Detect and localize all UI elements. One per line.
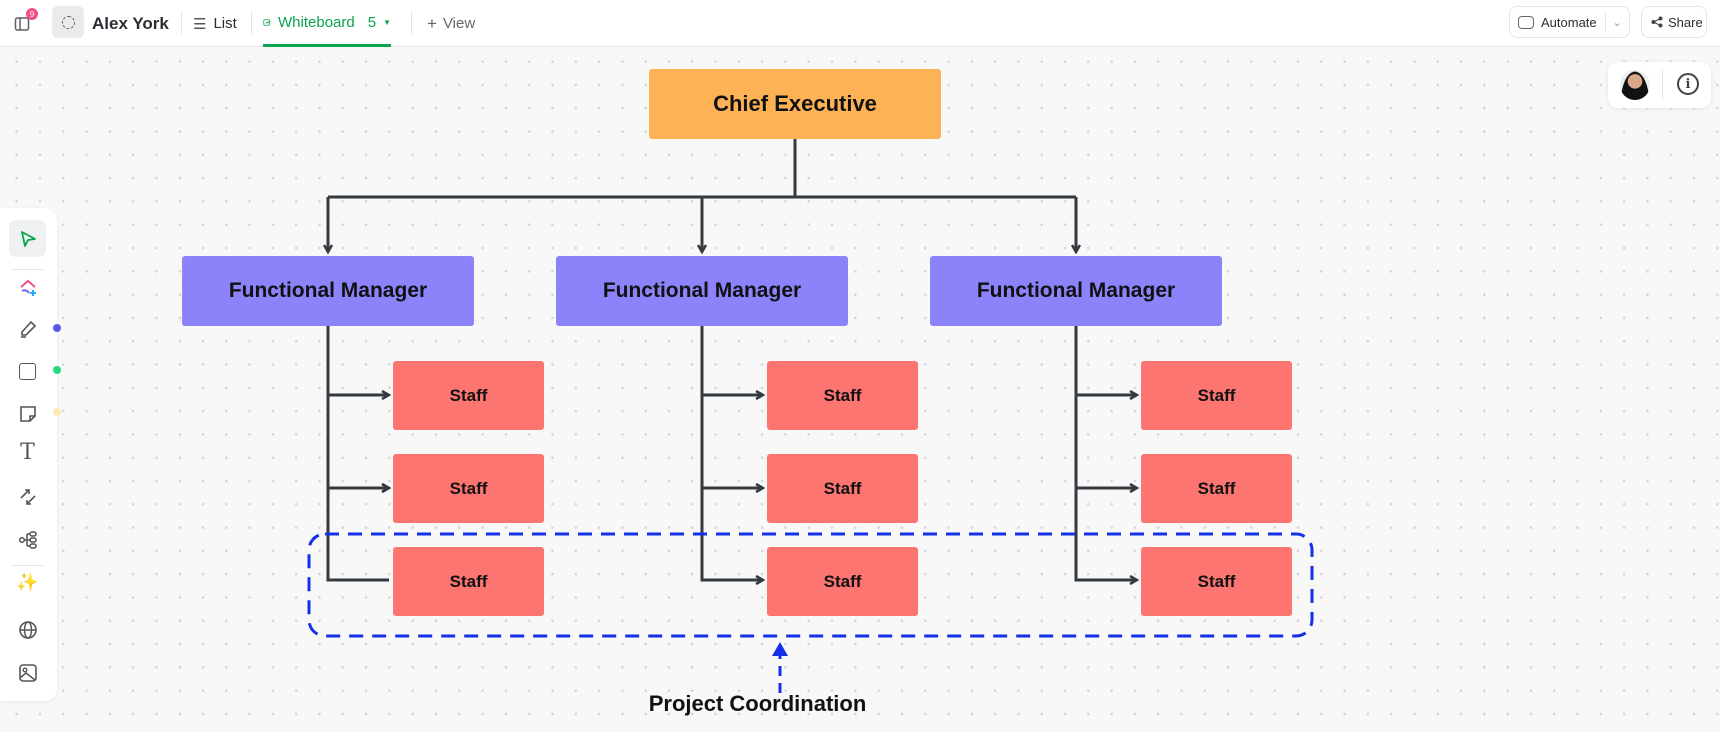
magic-wand-icon: ✨ xyxy=(16,572,39,592)
chief-connector xyxy=(328,139,1076,199)
sticky-note-icon xyxy=(19,405,36,422)
plus-icon: + xyxy=(427,13,437,33)
share-label: Share xyxy=(1668,14,1703,30)
list-icon: ☰ xyxy=(193,15,207,33)
staff-connector xyxy=(326,326,389,582)
square-icon xyxy=(19,363,36,380)
magic-tool[interactable]: ✨ xyxy=(9,564,46,601)
mind-map-tool[interactable] xyxy=(9,521,46,558)
info-icon[interactable]: i xyxy=(1677,73,1699,95)
globe-icon xyxy=(18,620,37,639)
add-view-label: View xyxy=(442,15,476,32)
tab-label: List xyxy=(213,15,237,32)
whiteboard-icon xyxy=(263,18,271,26)
loading-circle-icon xyxy=(61,15,75,29)
staff-connector xyxy=(700,326,763,580)
connector-tool[interactable] xyxy=(9,478,46,515)
text-icon: T xyxy=(20,440,35,465)
collaborators-panel: i xyxy=(1608,62,1711,108)
staff-node[interactable]: Staff xyxy=(1141,361,1292,430)
robot-icon xyxy=(1518,15,1534,29)
embed-tool[interactable] xyxy=(9,611,46,648)
clickup-ai-icon xyxy=(19,279,36,296)
staff-node[interactable]: Staff xyxy=(1141,547,1292,616)
shape-tool[interactable] xyxy=(9,353,46,390)
mind-map-icon xyxy=(18,530,37,549)
tab-label: Whiteboard xyxy=(278,13,355,31)
sidebar-toggle[interactable]: 9 xyxy=(14,0,38,47)
tab-count: 5 xyxy=(367,13,377,31)
pen-tool[interactable] xyxy=(9,310,46,347)
whiteboard-toolbar: T ✨ xyxy=(0,208,57,701)
share-icon xyxy=(1651,16,1663,28)
cursor-icon xyxy=(20,230,36,247)
coordination-arrowhead xyxy=(772,642,788,656)
page-title: Alex York xyxy=(92,13,169,33)
image-tool[interactable] xyxy=(9,654,46,691)
space-avatar[interactable] xyxy=(52,6,84,38)
staff-node[interactable]: Staff xyxy=(767,361,918,430)
staff-node[interactable]: Staff xyxy=(393,547,544,616)
staff-node[interactable]: Staff xyxy=(393,361,544,430)
sticky-note-tool[interactable] xyxy=(9,395,46,432)
marker-icon xyxy=(20,320,36,338)
manager-node[interactable]: Functional Manager xyxy=(556,256,848,326)
manager-node[interactable]: Functional Manager xyxy=(930,256,1222,326)
select-tool[interactable] xyxy=(9,220,46,257)
tab-whiteboard[interactable]: Whiteboard 5 ▼ xyxy=(263,0,391,47)
chief-executive-node[interactable]: Chief Executive xyxy=(649,69,941,139)
annotation-label[interactable]: Project Coordination xyxy=(648,691,867,716)
avatar[interactable] xyxy=(1620,70,1650,100)
automate-label: Automate xyxy=(1541,14,1597,30)
chevron-down-icon[interactable]: ⌄ xyxy=(1612,16,1622,29)
notification-badge: 9 xyxy=(26,8,38,20)
caret-down-icon: ▼ xyxy=(383,17,391,27)
automate-button[interactable]: Automate ⌄ xyxy=(1509,6,1630,38)
pen-color-indicator xyxy=(53,324,61,332)
staff-connector xyxy=(1074,326,1137,580)
image-icon xyxy=(18,663,37,682)
share-button[interactable]: Share xyxy=(1641,6,1707,38)
staff-node[interactable]: Staff xyxy=(1141,454,1292,523)
staff-node[interactable]: Staff xyxy=(767,547,918,616)
text-tool[interactable]: T xyxy=(9,434,46,471)
staff-node[interactable]: Staff xyxy=(393,454,544,523)
ai-tool[interactable] xyxy=(9,269,46,306)
manager-node[interactable]: Functional Manager xyxy=(182,256,474,326)
tab-list[interactable]: ☰ List xyxy=(193,0,237,47)
sticky-color-indicator xyxy=(53,408,61,416)
top-bar: 9 Alex York ☰ List Whiteboard 5 ▼ + View Au… xyxy=(0,0,1720,47)
project-coordination-group xyxy=(307,532,1314,638)
add-view-button[interactable]: + View xyxy=(427,0,475,47)
staff-node[interactable]: Staff xyxy=(767,454,918,523)
sidebar-icon xyxy=(14,16,30,31)
connector-icon xyxy=(19,488,36,505)
shape-color-indicator xyxy=(53,366,61,374)
